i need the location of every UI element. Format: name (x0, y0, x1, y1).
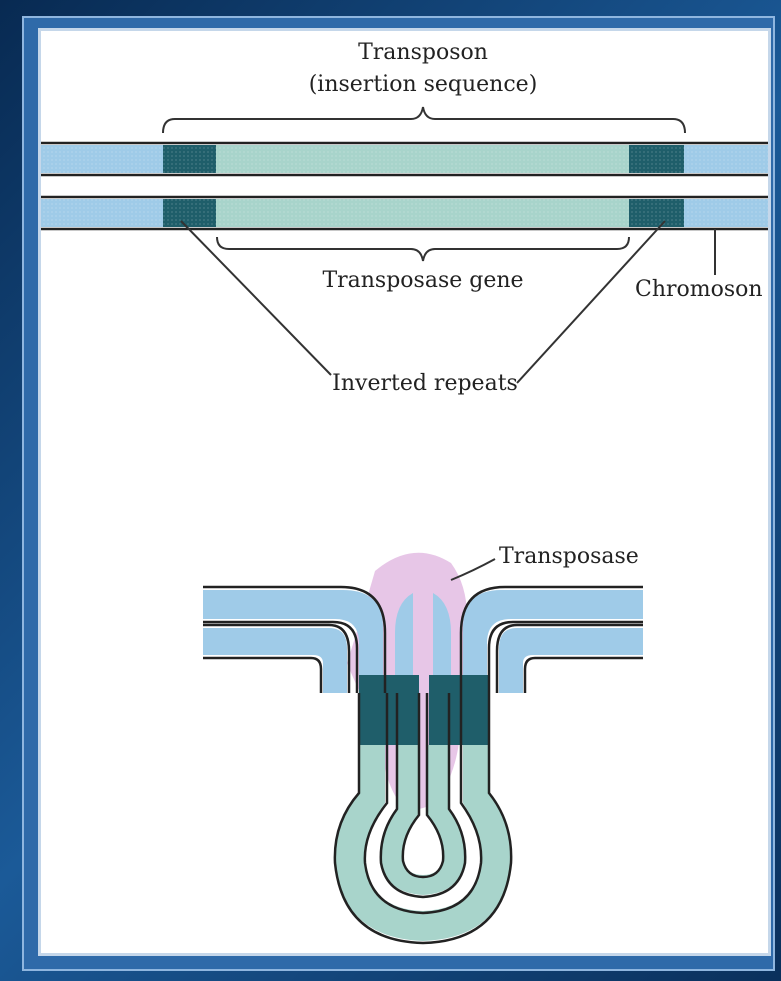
inverted-repeat-pointer-right (517, 221, 665, 383)
hairpin-inverted-repeat-right (429, 675, 489, 745)
transposase-label: Transposase (499, 544, 639, 569)
diagram-panel: Transposon (insertion sequence) Transpos… (38, 28, 771, 956)
dna-strand-top (41, 143, 771, 175)
transposon-label: Transposon (358, 40, 488, 65)
linear-dna-strands (41, 143, 771, 229)
insertion-sequence-label: (insertion sequence) (309, 72, 538, 97)
transposase-gene-label: Transposase gene (322, 268, 523, 293)
hairpin-inner-band-right (499, 628, 643, 693)
inverted-repeats-label: Inverted repeats (332, 371, 518, 396)
transposase-gene-brace (217, 237, 629, 261)
inverted-repeat-pointer-left (181, 221, 331, 375)
hairpin-inverted-repeat-left (359, 675, 419, 745)
transposase-complex: Transposase (203, 544, 643, 943)
transposon-diagram: Transposon (insertion sequence) Transpos… (41, 31, 771, 956)
transposase-pointer (451, 559, 495, 580)
transposon-brace (163, 107, 685, 133)
hairpin-inner-band-left (203, 628, 347, 693)
chromosome-label: Chromoson (635, 277, 763, 302)
